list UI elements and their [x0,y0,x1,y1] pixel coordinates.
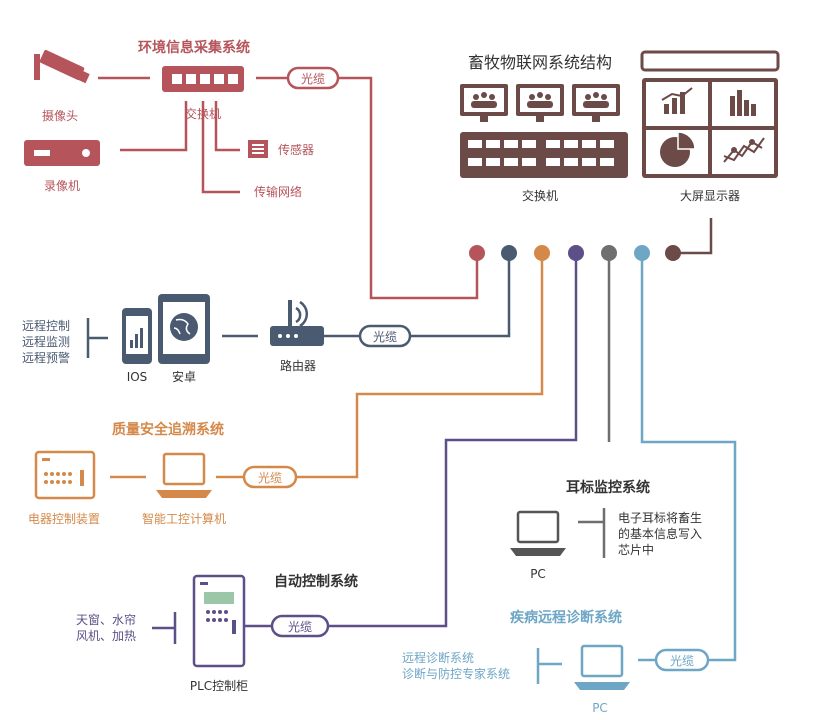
core-link-line [673,218,713,255]
router-label: 路由器 [280,358,316,373]
ear-desc-line-3: 芯片中 [618,542,654,557]
sensor-icon [248,140,268,158]
plc-cabinet-icon [192,574,246,668]
monitor-icon [572,84,620,122]
auto-link-line [328,253,578,628]
monitor-icon [460,84,508,122]
function-remote-control: 远程控制 [22,318,70,333]
router-fiber-badge: 光缆 [358,324,412,348]
android-label: 安卓 [172,369,196,384]
core-switch-label: 交换机 [522,188,558,203]
core-switch-icon [460,132,628,178]
auto-item-1: 天窗、水帘 [76,612,136,627]
camera-label: 摄像头 [42,108,78,123]
quality-link-line [296,253,544,479]
ear-desc-line-2: 的基本信息写入 [618,526,702,541]
dot-core [665,245,681,261]
dot-auto [568,245,584,261]
ear-pc-icon [510,510,566,556]
dot-disease [634,245,650,261]
env-link-line [338,76,479,300]
camera-icon [34,50,90,84]
connector-lines [86,76,737,684]
connection-dots [469,245,681,261]
disease-pc-icon [574,644,630,690]
main-title: 畜牧物联网系统结构 [468,53,612,72]
phone-icon [122,308,152,364]
env-switch-label: 交换机 [185,106,221,121]
disease-item-2: 诊断与防控专家系统 [402,666,510,681]
function-remote-monitor: 远程监测 [22,334,70,349]
ear-desc-bracket-line [578,508,606,558]
env-switch-icon [162,66,244,92]
tablet-icon [158,294,210,364]
sensor-label: 传感器 [278,142,314,157]
ear-desc-line-1: 电子耳标将畜生 [618,510,702,525]
auto-title: 自动控制系统 [274,573,358,590]
auto-fiber-badge: 光缆 [270,614,330,638]
computer-label: 智能工控计算机 [142,511,226,526]
disease-items-bracket-line [536,648,562,684]
ear-pc-label: PC [530,567,546,581]
dot-quality [534,245,550,261]
line-chart-icon [723,137,765,163]
control-device-label: 电器控制装置 [28,512,100,526]
network-branch-line [201,101,240,194]
network-label: 传输网络 [254,184,302,199]
function-remote-alert: 远程预警 [22,350,70,365]
laptop-icon [156,452,212,498]
disease-item-1: 远程诊断系统 [402,650,474,665]
dot-env [469,245,485,261]
auto-items-bracket-line [152,612,177,644]
sensor-branch-line [214,101,240,152]
quality-title: 质量安全追溯系统 [112,421,224,438]
quality-fiber-label: 光缆 [258,471,282,485]
disease-title: 疾病远程诊断系统 [510,609,622,626]
router-link-line [410,253,511,338]
disease-fiber-label: 光缆 [670,654,694,668]
disease-fiber-badge: 光缆 [654,648,710,672]
ear-title: 耳标监控系统 [566,479,650,496]
pie-chart-icon [660,131,696,167]
big-screen-icon [640,50,780,178]
monitor-icons [460,84,620,122]
ios-label: IOS [127,370,148,384]
functions-bracket-line [86,318,108,358]
env-fiber-label: 光缆 [301,72,325,86]
monitor-icon [516,84,564,122]
column-chart-icon [730,90,756,116]
auto-fiber-label: 光缆 [288,620,312,634]
auto-item-2: 风机、加热 [76,629,136,643]
disease-pc-label: PC [592,701,608,715]
bar-chart-icon [661,87,693,114]
plc-cabinet-label: PLC控制柜 [190,679,248,693]
big-screen-label: 大屏显示器 [680,189,740,203]
recorder-icon [24,140,100,166]
recorder-switch-line [120,101,188,152]
dot-router [501,245,517,261]
disease-link-line [640,253,737,662]
env-fiber-badge: 光缆 [286,66,340,90]
quality-fiber-badge: 光缆 [242,465,298,489]
router-icon [270,300,324,346]
router-fiber-label: 光缆 [373,330,397,344]
recorder-label: 录像机 [44,179,80,193]
env-title: 环境信息采集系统 [138,39,250,56]
dot-ear [601,245,617,261]
control-device-icon [34,450,96,500]
